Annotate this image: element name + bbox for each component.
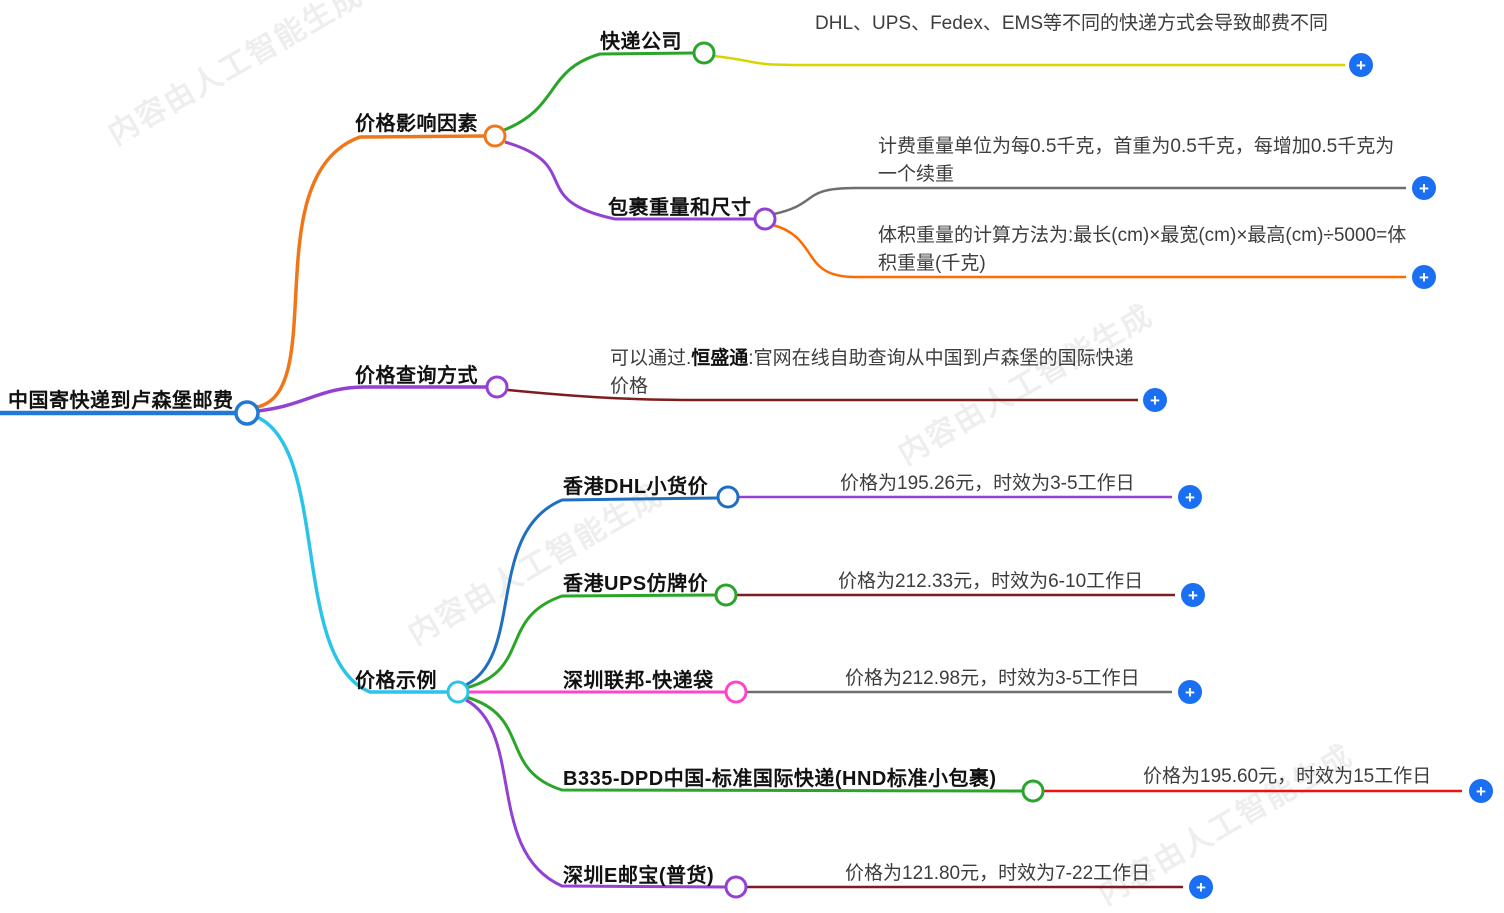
expand-button-query-detail[interactable]: + bbox=[1143, 388, 1167, 412]
query-detail-brand[interactable]: 恒盛通 bbox=[691, 348, 749, 369]
edge-factors-courier bbox=[503, 51, 695, 132]
fedex-node-label[interactable]: 深圳联邦-快递袋 bbox=[563, 670, 714, 692]
expand-button-dhl-detail[interactable]: + bbox=[1178, 485, 1202, 509]
fedex-detail-text[interactable]: 价格为212.98元，时效为3-5工作日 bbox=[845, 668, 1140, 689]
eub-node-label[interactable]: 深圳E邮宝(普货) bbox=[563, 865, 715, 887]
courier-node-label[interactable]: 快递公司 bbox=[600, 31, 682, 53]
weight-node-circle[interactable] bbox=[753, 207, 777, 231]
query-detail-suffix: :官网在线自助查询从中国到卢森堡的国际快递价格 bbox=[610, 348, 1134, 397]
plus-icon: + bbox=[1185, 487, 1195, 507]
plus-icon: + bbox=[1188, 585, 1198, 605]
factors-node-label[interactable]: 价格影响因素 bbox=[355, 113, 478, 135]
ai-watermark: 内容由人工智能生成 bbox=[102, 0, 369, 152]
eub-node-circle[interactable] bbox=[724, 875, 748, 899]
examples-node-circle[interactable] bbox=[446, 680, 470, 704]
dhl-detail-text[interactable]: 价格为195.26元，时效为3-5工作日 bbox=[840, 473, 1135, 494]
query-node-circle[interactable] bbox=[485, 375, 509, 399]
ups-node-label[interactable]: 香港UPS仿牌价 bbox=[563, 573, 709, 595]
expand-button-volume-detail[interactable]: + bbox=[1412, 265, 1436, 289]
plus-icon: + bbox=[1196, 877, 1206, 897]
plus-icon: + bbox=[1419, 178, 1429, 198]
expand-button-b335-detail[interactable]: + bbox=[1469, 779, 1493, 803]
fedex-node-circle[interactable] bbox=[724, 680, 748, 704]
expand-button-courier-detail[interactable]: + bbox=[1349, 53, 1373, 77]
plus-icon: + bbox=[1419, 267, 1429, 287]
expand-button-eub-detail[interactable]: + bbox=[1189, 875, 1213, 899]
b335-node-label[interactable]: B335-DPD中国-标准国际快递(HND标准小包裹) bbox=[563, 768, 997, 790]
courier-node-circle[interactable] bbox=[692, 41, 716, 65]
expand-button-ups-detail[interactable]: + bbox=[1181, 583, 1205, 607]
courier-detail-text[interactable]: DHL、UPS、Fedex、EMS等不同的快递方式会导致邮费不同 bbox=[815, 13, 1329, 34]
expand-button-billing-detail[interactable]: + bbox=[1412, 176, 1436, 200]
query-node-label[interactable]: 价格查询方式 bbox=[355, 365, 478, 387]
ups-detail-text[interactable]: 价格为212.33元，时效为6-10工作日 bbox=[838, 571, 1144, 592]
b335-detail-text[interactable]: 价格为195.60元，时效为15工作日 bbox=[1143, 766, 1432, 787]
dhl-node-label[interactable]: 香港DHL小货价 bbox=[563, 476, 709, 498]
factors-node-circle[interactable] bbox=[483, 124, 507, 148]
edge-courier-detail bbox=[713, 54, 1345, 67]
examples-node-label[interactable]: 价格示例 bbox=[355, 670, 437, 692]
eub-detail-text[interactable]: 价格为121.80元，时效为7-22工作日 bbox=[845, 863, 1151, 884]
billing-weight-detail-text[interactable]: 计费重量单位为每0.5千克，首重为0.5千克，每增加0.5千克为一个续重 bbox=[878, 136, 1395, 185]
b335-node-circle[interactable] bbox=[1021, 779, 1045, 803]
root-node-label[interactable]: 中国寄快递到卢森堡邮费 bbox=[8, 390, 234, 412]
edge-root-examples bbox=[256, 415, 448, 694]
query-detail-prefix: 可以通过. bbox=[610, 348, 692, 369]
dhl-node-circle[interactable] bbox=[716, 485, 740, 509]
edge-weight-billing bbox=[773, 186, 1406, 216]
plus-icon: + bbox=[1185, 682, 1195, 702]
root-node-circle[interactable] bbox=[234, 400, 260, 426]
plus-icon: + bbox=[1476, 781, 1486, 801]
edge-root-query bbox=[256, 385, 487, 413]
ups-node-circle[interactable] bbox=[714, 583, 738, 607]
plus-icon: + bbox=[1356, 55, 1366, 75]
weight-node-label[interactable]: 包裹重量和尺寸 bbox=[608, 197, 752, 219]
query-detail-text[interactable]: 可以通过.恒盛通:官网在线自助查询从中国到卢森堡的国际快递价格 bbox=[610, 345, 1135, 401]
plus-icon: + bbox=[1150, 390, 1160, 410]
expand-button-fedex-detail[interactable]: + bbox=[1178, 680, 1202, 704]
volume-weight-detail-text[interactable]: 体积重量的计算方法为:最长(cm)×最宽(cm)×最高(cm)÷5000=体积重… bbox=[878, 225, 1407, 274]
